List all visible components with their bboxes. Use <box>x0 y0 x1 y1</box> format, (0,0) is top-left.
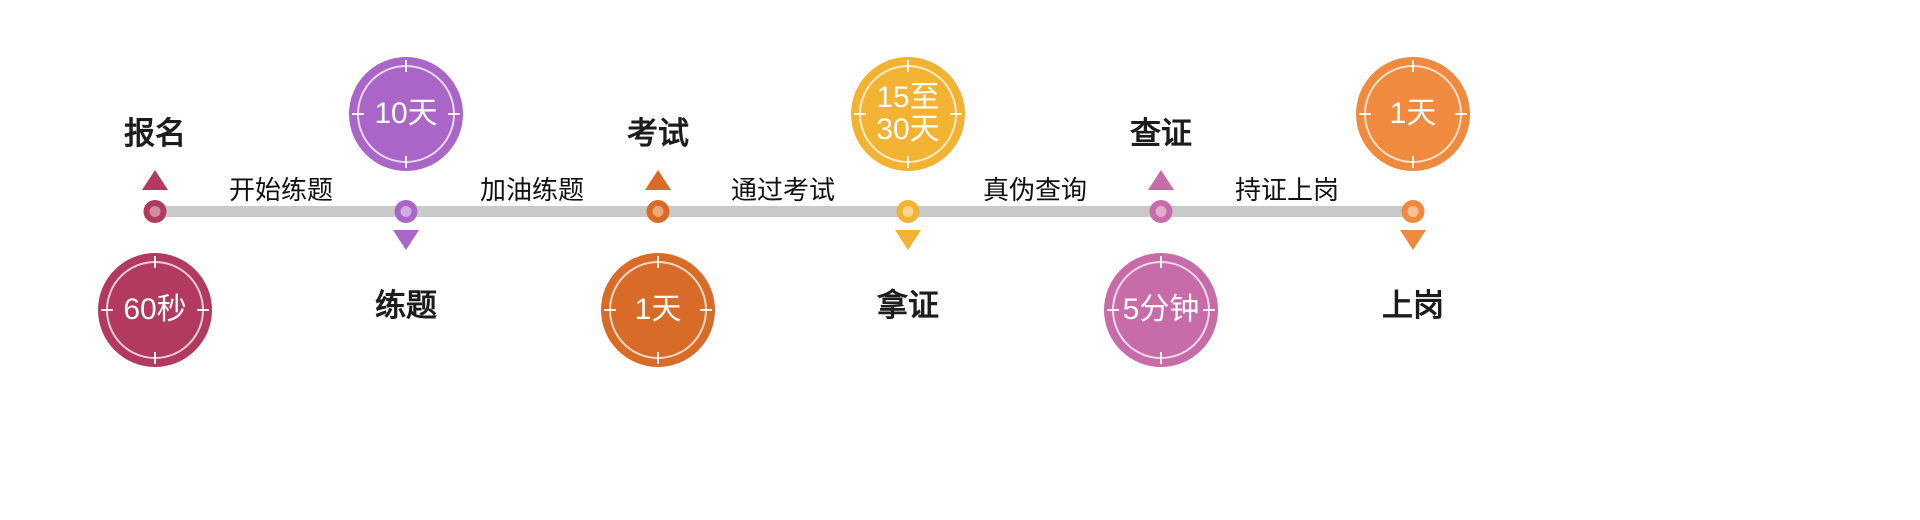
timeline-dot <box>896 200 920 223</box>
node-label: 拿证 <box>877 288 939 323</box>
clock-tick-icon <box>405 60 407 72</box>
duration-label: 15至 30天 <box>876 80 940 146</box>
clock-tick-icon <box>448 113 460 115</box>
clock-badge: 1天 <box>601 253 715 367</box>
segment-label-pass-exam: 通过考试 <box>730 175 836 205</box>
segment-label-keep-practicing: 加油练题 <box>479 175 585 205</box>
duration-label: 10天 <box>374 96 438 130</box>
clock-tick-icon <box>657 256 659 268</box>
clock-tick-icon <box>907 156 909 168</box>
clock-tick-icon <box>197 309 209 311</box>
clock-tick-icon <box>700 309 712 311</box>
clock-badge: 10天 <box>349 57 463 171</box>
clock-tick-icon <box>154 352 156 364</box>
duration-label: 1天 <box>1389 96 1437 130</box>
duration-label: 5分钟 <box>1122 292 1200 326</box>
node-label: 报名 <box>124 116 186 151</box>
segment-label-start-practice: 开始练题 <box>228 175 334 205</box>
clock-tick-icon <box>101 309 113 311</box>
node-label: 考试 <box>627 116 689 151</box>
arrow-up-icon <box>1148 170 1174 190</box>
clock-tick-icon <box>1412 60 1414 72</box>
arrow-down-icon <box>895 230 921 250</box>
clock-tick-icon <box>1160 352 1162 364</box>
clock-tick-icon <box>854 113 866 115</box>
clock-tick-icon <box>1107 309 1119 311</box>
clock-badge: 5分钟 <box>1104 253 1218 367</box>
clock-tick-icon <box>1359 113 1371 115</box>
timeline-dot <box>1401 200 1425 223</box>
clock-tick-icon <box>352 113 364 115</box>
clock-tick-icon <box>1160 256 1162 268</box>
clock-tick-icon <box>604 309 616 311</box>
segment-label-certified-onboard: 持证上岗 <box>1234 175 1340 205</box>
arrow-down-icon <box>393 230 419 250</box>
clock-badge: 60秒 <box>98 253 212 367</box>
node-label: 练题 <box>375 288 437 323</box>
duration-label: 60秒 <box>123 292 187 326</box>
clock-tick-icon <box>950 113 962 115</box>
clock-tick-icon <box>405 156 407 168</box>
clock-badge: 1天 <box>1356 57 1470 171</box>
clock-tick-icon <box>1203 309 1215 311</box>
clock-tick-icon <box>154 256 156 268</box>
arrow-up-icon <box>645 170 671 190</box>
segment-label-authenticity-check: 真伪查询 <box>982 175 1088 205</box>
arrow-down-icon <box>1400 230 1426 250</box>
timeline-dot <box>1149 200 1173 223</box>
node-label: 查证 <box>1130 116 1192 151</box>
timeline-dot <box>394 200 418 223</box>
clock-badge: 15至 30天 <box>851 57 965 171</box>
timeline-bar <box>150 206 1420 217</box>
clock-tick-icon <box>1412 156 1414 168</box>
duration-label: 1天 <box>634 292 682 326</box>
clock-tick-icon <box>657 352 659 364</box>
clock-tick-icon <box>907 60 909 72</box>
node-label: 上岗 <box>1382 288 1444 323</box>
clock-tick-icon <box>1455 113 1467 115</box>
timeline-dot <box>646 200 670 223</box>
timeline-dot <box>143 200 167 223</box>
arrow-up-icon <box>142 170 168 190</box>
